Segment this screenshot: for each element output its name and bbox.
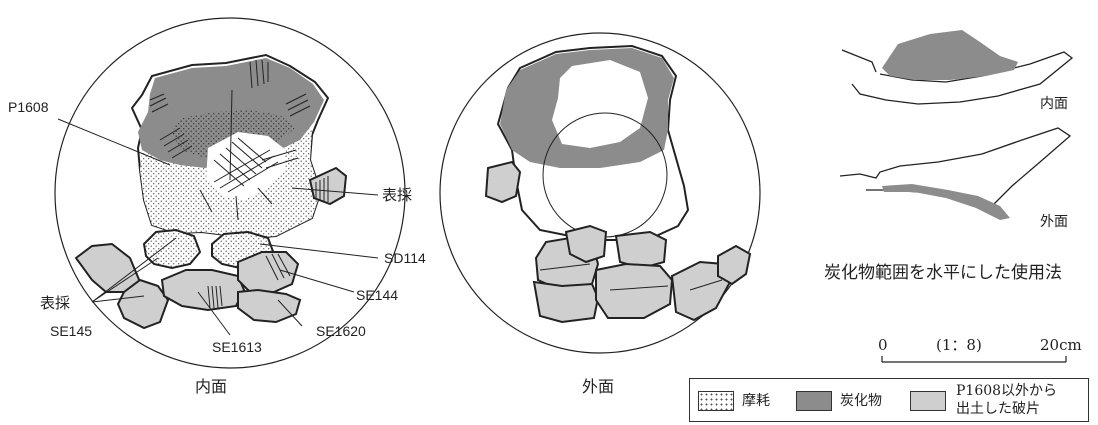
inner-fragment-se1620: [237, 288, 302, 324]
legend-swatch-worn: [698, 391, 734, 411]
outer-fragment-bottom-4: [532, 280, 600, 324]
outer-fragment-bottom-3: [614, 230, 668, 270]
scale-zero: 0: [878, 336, 888, 354]
caption-profile-inner: 内面: [1040, 96, 1068, 112]
profile-outer-carbide: [882, 184, 1010, 220]
inner-fragment-hyousai-left: [74, 242, 142, 293]
legend-label-fragment-line1: P1608以外から: [956, 383, 1058, 399]
label-p1608: P1608: [8, 99, 49, 115]
outer-carbide-band: [500, 48, 674, 168]
legend-label-worn: 摩耗: [742, 393, 770, 409]
outer-fragment-left: [484, 160, 522, 204]
caption-outer-view: 外面: [582, 377, 614, 396]
legend: 摩耗 炭化物 P1608以外から 出土した破片: [689, 378, 1089, 422]
label-se144: SE144: [356, 287, 398, 303]
inner-view-drawing: P1608 表採 SD114 SE144 表採 SE145 SE1620 SE1…: [8, 17, 426, 396]
outer-fragment-bottom-6: [670, 260, 732, 322]
label-hyousai-left: 表採: [40, 294, 70, 312]
profile-inner-drawing: 内面: [841, 30, 1074, 112]
legend-label-fragment-line2: 出土した破片: [956, 401, 1040, 417]
caption-inner-view: 内面: [195, 377, 227, 396]
outer-rim-circle: [439, 32, 761, 354]
profile-outer-drawing: 外面: [839, 127, 1072, 230]
legend-swatch-carbide: [796, 391, 832, 411]
inner-hatching: [149, 59, 311, 221]
legend-label-carbide: 炭化物: [840, 393, 882, 409]
inner-central-zone: [206, 132, 286, 200]
profile-inner-carbide: [882, 30, 1018, 80]
label-hyousai-right: 表採: [382, 186, 412, 204]
label-se145: SE145: [50, 323, 92, 339]
leader-lines: [57, 118, 379, 336]
outer-fragment-bottom-7: [717, 244, 752, 286]
inner-fragment-se145: [116, 278, 170, 330]
inner-rim-circle: [54, 17, 406, 369]
inner-fragment-se144: [237, 251, 300, 293]
scale-bar: 0 (1：8) 20cm: [878, 336, 1082, 363]
scale-max: 20cm: [1040, 336, 1082, 354]
outer-fragment-bottom-2: [564, 224, 608, 264]
label-se1613: SE1613: [212, 339, 262, 355]
profile-inner-outline: [841, 49, 1074, 105]
scale-ratio: (1：8): [936, 336, 982, 354]
legend-swatch-fragment: [910, 391, 946, 411]
inner-fragment-se1613: [160, 269, 246, 312]
label-sd114: SD114: [384, 250, 426, 266]
usage-note: 炭化物範囲を水平にした使用法: [824, 262, 1062, 283]
outer-fragment-bottom-5: [595, 262, 674, 319]
label-se1620: SE1620: [316, 323, 366, 339]
outer-view-drawing: 外面: [439, 32, 761, 396]
caption-profile-outer: 外面: [1040, 214, 1068, 230]
